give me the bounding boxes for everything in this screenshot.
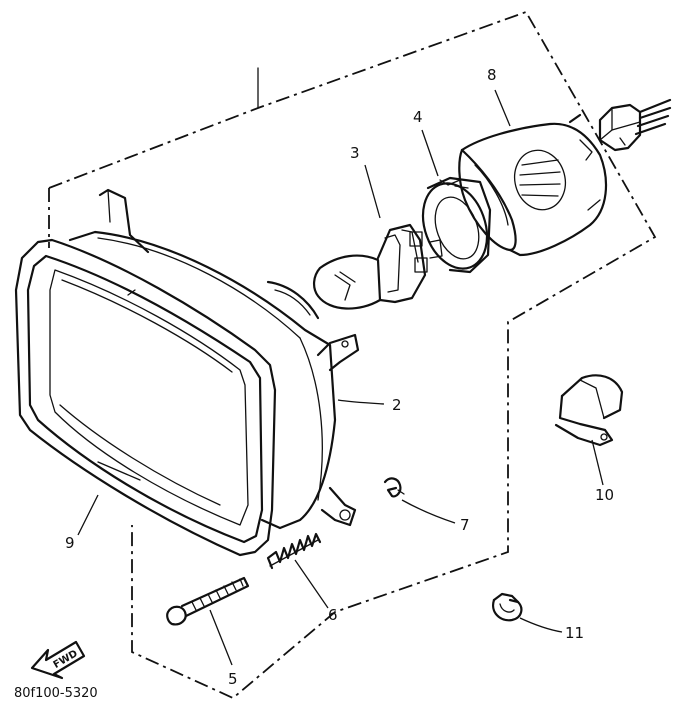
label-part-9: 9 xyxy=(65,534,75,552)
wire-clamp xyxy=(492,592,523,622)
mounting-bracket xyxy=(554,374,624,447)
label-part-5: 5 xyxy=(228,670,238,688)
bulb-socket-ring xyxy=(421,176,492,274)
label-part-4: 4 xyxy=(413,108,423,126)
headlight-body xyxy=(68,188,360,530)
clip-small xyxy=(383,477,405,498)
forward-arrow-icon: FWD xyxy=(30,640,86,680)
leader-lines xyxy=(77,89,604,666)
label-part-3: 3 xyxy=(350,144,360,162)
drawing-code: 80f100-5320 xyxy=(14,686,98,701)
label-part-7: 7 xyxy=(460,516,470,534)
wire-connector xyxy=(598,98,672,152)
label-part-10: 10 xyxy=(595,486,614,504)
assembly-boundary xyxy=(48,10,657,700)
headlight-rim xyxy=(14,238,277,557)
label-part-6: 6 xyxy=(328,606,338,624)
adjusting-screw xyxy=(166,576,250,626)
label-part-2: 2 xyxy=(392,396,402,414)
part-labels: 2 3 4 5 6 7 8 9 10 11 xyxy=(65,66,614,688)
rubber-cover xyxy=(458,113,607,257)
adjusting-spring xyxy=(266,532,322,570)
label-part-8: 8 xyxy=(487,66,497,84)
headlight-bulb xyxy=(313,223,443,310)
label-part-11: 11 xyxy=(565,624,584,642)
